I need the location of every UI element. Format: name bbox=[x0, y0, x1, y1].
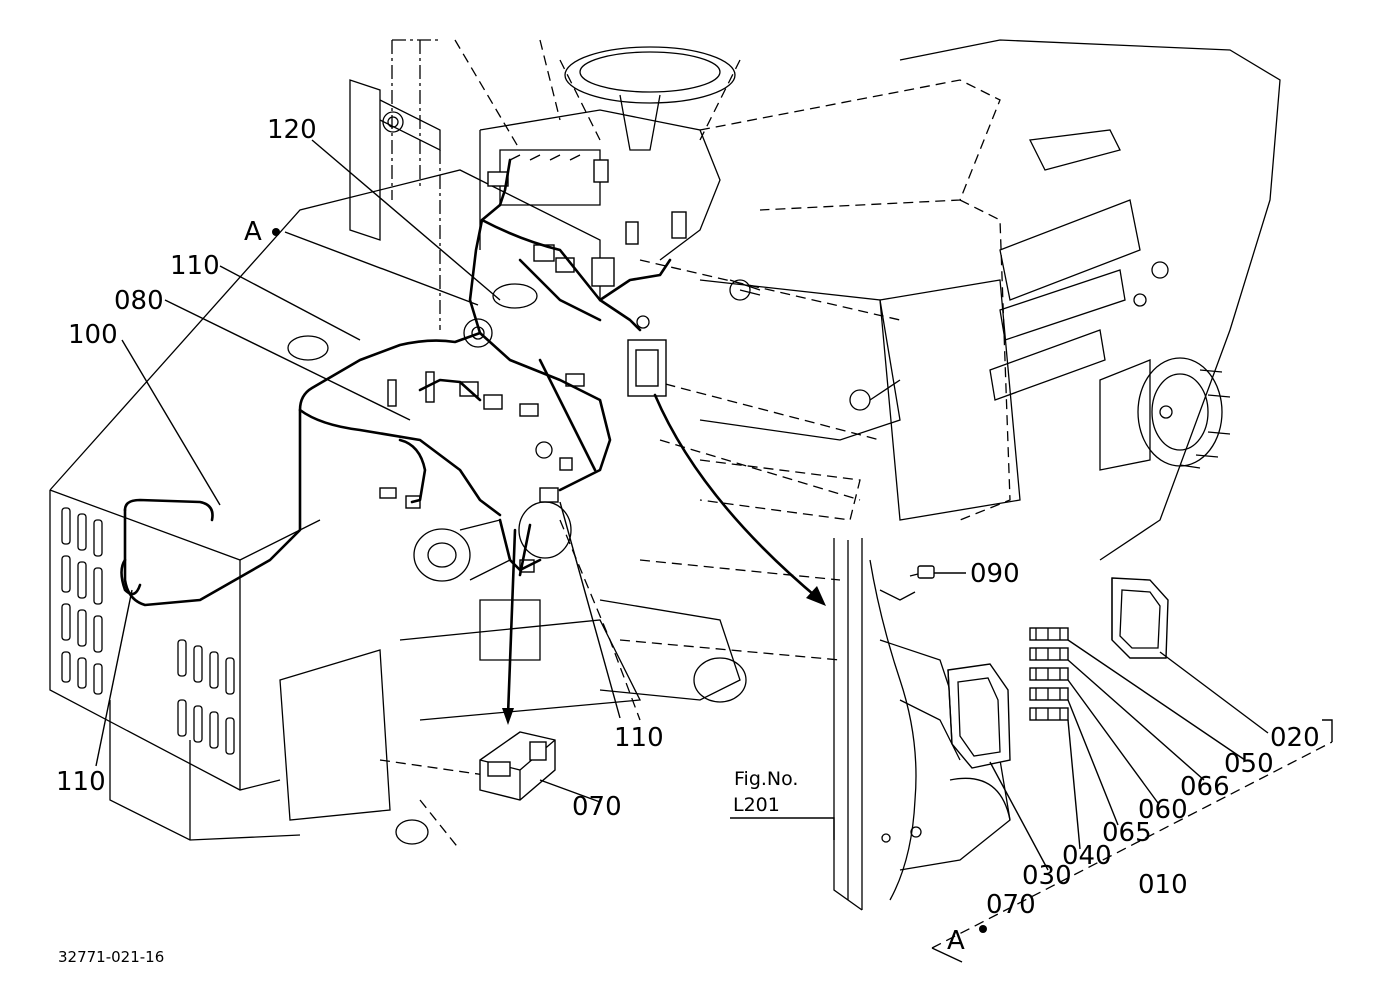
dash-components bbox=[379, 149, 687, 661]
detail-boundary bbox=[931, 741, 1333, 949]
callout-110-top: 110 bbox=[170, 251, 220, 281]
view-a-detail-label: A bbox=[947, 926, 965, 956]
detail-arrow bbox=[653, 393, 826, 606]
callout-090: 090 bbox=[970, 559, 1020, 589]
view-a-detail-dot bbox=[979, 925, 987, 933]
view-a-marker-dot bbox=[272, 228, 280, 236]
fuse-cover-icon bbox=[1111, 577, 1169, 659]
fuse-holder-icon bbox=[947, 663, 1011, 769]
callout-030: 030 bbox=[1022, 861, 1072, 891]
reference-fig-no: Fig.No. bbox=[734, 768, 798, 790]
callout-110-mid: 110 bbox=[614, 723, 664, 753]
callout-100: 100 bbox=[68, 320, 118, 350]
callout-065: 065 bbox=[1102, 818, 1152, 848]
view-a-label: A bbox=[244, 217, 262, 247]
callout-066: 066 bbox=[1180, 772, 1230, 802]
callout-070-main: 070 bbox=[572, 792, 622, 822]
screw-icon bbox=[909, 565, 935, 579]
callout-040: 040 bbox=[1062, 841, 1112, 871]
down-arrow bbox=[502, 523, 532, 725]
callout-110-left: 110 bbox=[56, 767, 106, 797]
relay-part-icon bbox=[479, 731, 556, 801]
grille-icon bbox=[61, 507, 235, 755]
callout-050: 050 bbox=[1224, 749, 1274, 779]
figure-code: 32771-021-16 bbox=[58, 948, 164, 966]
leader-lines bbox=[95, 139, 1269, 871]
tractor-body-linework bbox=[49, 39, 1281, 851]
detail-view bbox=[833, 538, 1169, 911]
callout-010: 010 bbox=[1138, 870, 1188, 900]
wiring-harness bbox=[120, 158, 672, 607]
fuse-stack-icon bbox=[1029, 627, 1069, 721]
callout-020: 020 bbox=[1270, 723, 1320, 753]
reference-fig-code: L201 bbox=[733, 794, 780, 816]
callout-060: 060 bbox=[1138, 795, 1188, 825]
callout-120: 120 bbox=[267, 115, 317, 145]
callout-070-detail: 070 bbox=[986, 890, 1036, 920]
callout-080: 080 bbox=[114, 286, 164, 316]
alternator-icon bbox=[413, 519, 511, 582]
rear-hub-icon bbox=[1099, 261, 1231, 471]
